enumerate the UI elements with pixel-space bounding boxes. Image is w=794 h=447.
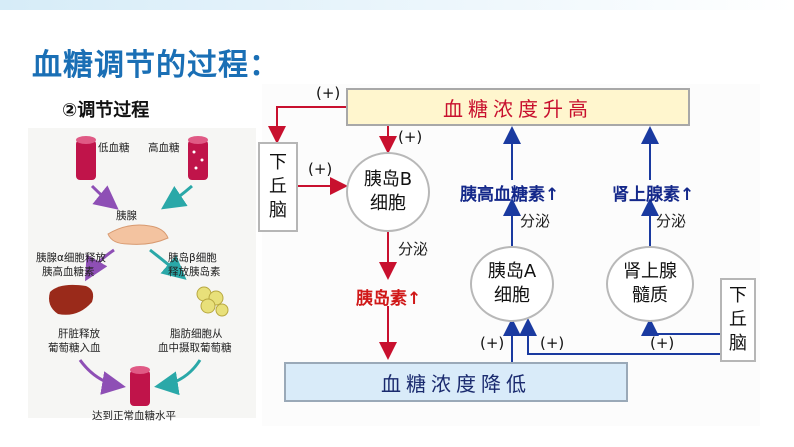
fat-cell-label-2: 血中摄取葡萄糖 xyxy=(158,342,232,354)
normal-level-label: 达到正常血糖水平 xyxy=(92,410,176,422)
hypothalamus-left-char: 下 xyxy=(269,152,287,173)
adrenal-line: 肾上腺 xyxy=(623,261,677,282)
islet-b-cell-node: 胰岛B 细胞 xyxy=(346,152,430,232)
fat-cell-label-1: 脂肪细胞从 xyxy=(170,328,223,340)
plus-sign: (+) xyxy=(308,160,333,178)
plus-sign: (+) xyxy=(398,128,423,146)
hypothalamus-box-left: 下 丘 脑 xyxy=(258,142,298,232)
adrenal-line: 髓质 xyxy=(632,285,668,306)
hypothalamus-right-char: 丘 xyxy=(729,309,747,330)
adrenaline-label: 肾上腺素↑ xyxy=(612,185,695,205)
islet-b-line: 胰岛B xyxy=(363,169,413,190)
alpha-cell-label-1: 胰腺α细胞释放 xyxy=(36,252,106,264)
insulin-label: 胰岛素↑ xyxy=(356,289,422,309)
alpha-cell-label-2: 胰高血糖素 xyxy=(42,266,95,278)
glucose-rise-banner: 血糖浓度升高 xyxy=(346,88,690,126)
page-title: 血糖调节的过程： xyxy=(32,48,280,83)
secrete-label-insulin: 分泌 xyxy=(398,240,429,258)
plus-sign: (+) xyxy=(540,334,565,352)
plus-sign: (+) xyxy=(480,334,505,352)
glucagon-label: 胰高血糖素↑ xyxy=(460,185,560,205)
adrenal-medulla-node: 肾上腺 髓质 xyxy=(606,246,694,322)
top-decor-bar xyxy=(0,0,794,10)
fat-cells-icon xyxy=(196,286,229,317)
high-sugar-vessel-icon xyxy=(188,136,208,180)
liver-label-1: 肝脏释放 xyxy=(58,328,100,340)
high-sugar-label: 高血糖 xyxy=(148,142,180,154)
normal-vessel-icon xyxy=(130,366,150,406)
glucose-fall-banner: 血糖浓度降低 xyxy=(284,362,628,402)
hypothalamus-right-char: 脑 xyxy=(729,333,747,354)
secrete-label-adrenaline: 分泌 xyxy=(656,212,687,230)
hypothalamus-left-char: 丘 xyxy=(269,176,287,197)
hypothalamus-right-char: 下 xyxy=(729,285,747,306)
beta-cell-label-2: 释放胰岛素 xyxy=(168,266,221,278)
hypothalamus-left-char: 脑 xyxy=(269,200,287,221)
secrete-label-glucagon: 分泌 xyxy=(520,212,551,230)
pancreas-label: 胰腺 xyxy=(116,210,137,222)
hypothalamus-box-right: 下 丘 脑 xyxy=(720,278,756,362)
islet-a-line: 细胞 xyxy=(494,285,530,306)
liver-label-2: 葡萄糖入血 xyxy=(48,342,101,354)
low-sugar-vessel-icon xyxy=(76,136,96,180)
islet-b-line: 细胞 xyxy=(370,193,406,214)
beta-cell-label-1: 胰岛β细胞 xyxy=(168,252,217,264)
section-subtitle: ②调节过程 xyxy=(62,100,150,121)
islet-a-cell-node: 胰岛A 细胞 xyxy=(470,246,554,322)
plus-sign: (+) xyxy=(316,84,341,102)
islet-a-line: 胰岛A xyxy=(487,261,537,282)
low-sugar-label: 低血糖 xyxy=(98,142,130,154)
pancreas-icon xyxy=(107,224,169,245)
plus-sign: (+) xyxy=(650,334,675,352)
liver-icon xyxy=(49,284,94,315)
